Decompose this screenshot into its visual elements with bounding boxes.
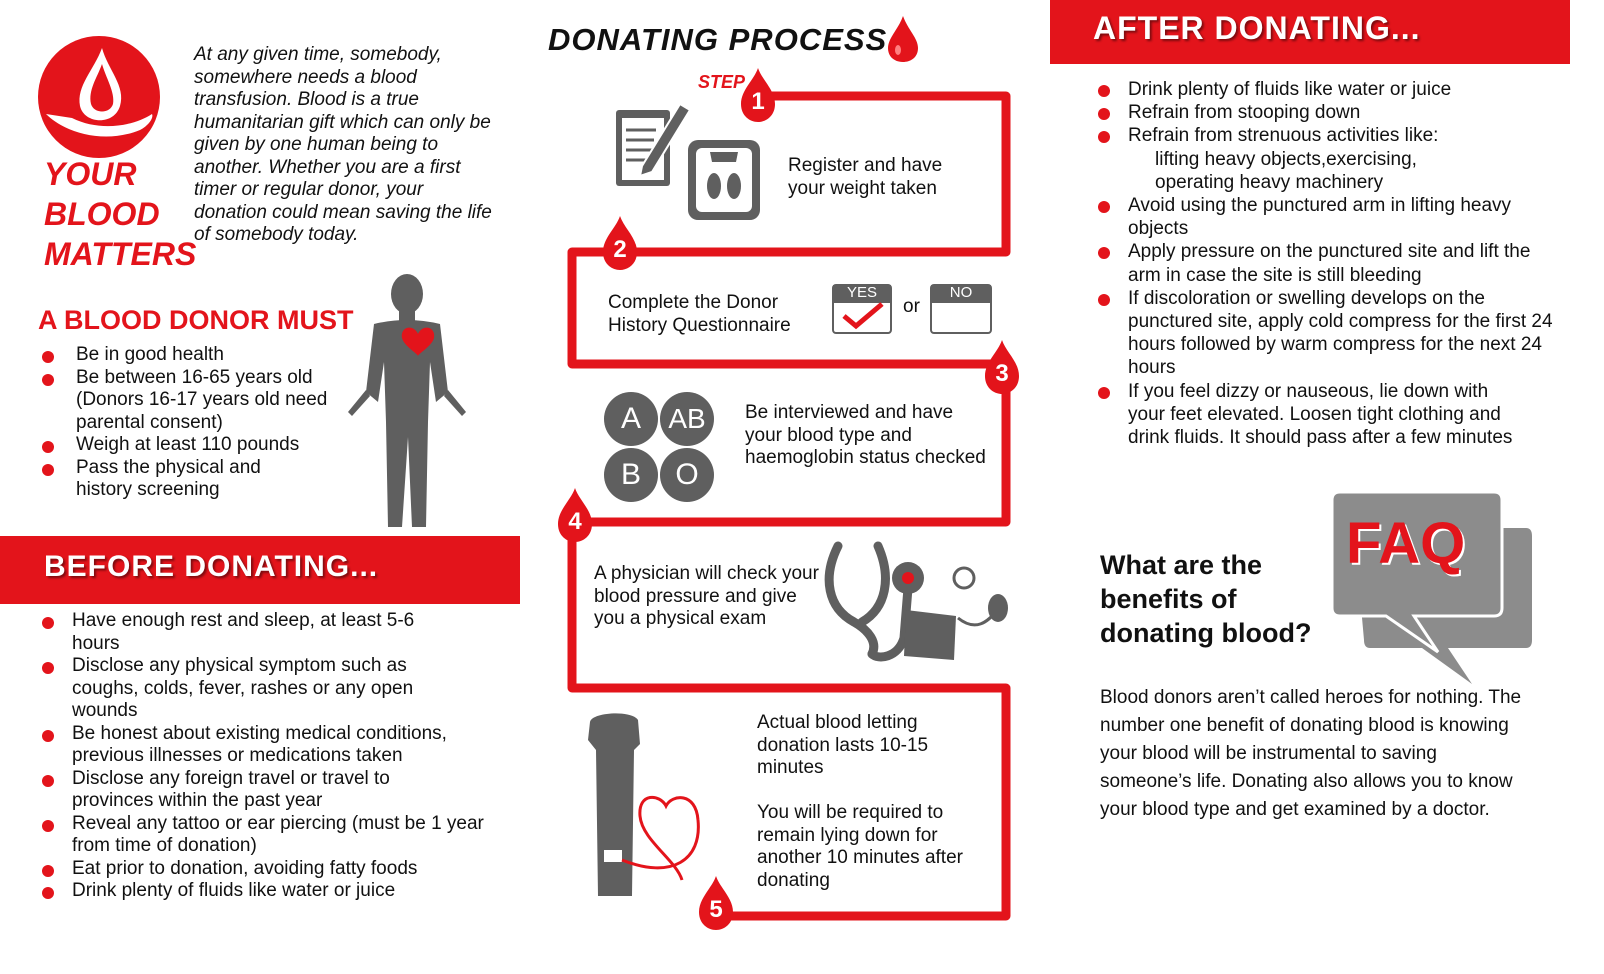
step-badge-4: 4 — [555, 486, 595, 544]
list-item-subtext: lifting heavy objects,exercising, operat… — [1155, 148, 1417, 193]
stethoscope-bp-icon — [818, 538, 1010, 664]
step-2-text: Complete the Donor History Questionnaire — [608, 292, 791, 336]
yes-checkbox: YES — [832, 284, 892, 334]
after-donating-heading: AFTER DONATING... — [1093, 10, 1421, 46]
before-donating-heading: BEFORE DONATING... — [44, 550, 379, 583]
list-item: Disclose any foreign travel or travel to… — [38, 768, 462, 813]
step-number: 5 — [709, 896, 723, 923]
list-item: Be in good health — [38, 344, 348, 367]
human-body-heart-illustration — [344, 272, 470, 534]
blood-type-b: B — [604, 448, 658, 502]
process-heading: DONATING PROCESS — [548, 22, 888, 57]
list-item: Pass the physical and history screening — [38, 457, 296, 502]
faq-question: What are the benefits of donating blood? — [1100, 550, 1312, 648]
step-5-text-2: You will be required to remain lying dow… — [757, 802, 963, 891]
list-item-text: Apply pressure on the punctured site and… — [1128, 241, 1531, 286]
step-badge-5: 5 — [696, 874, 736, 932]
step-1-text: Register and have your weight taken — [788, 155, 943, 199]
list-item: Drink plenty of fluids like water or jui… — [1094, 78, 1554, 101]
blood-drop-icon — [886, 14, 920, 69]
step-4-text: A physician will check your blood pressu… — [594, 563, 819, 629]
blood-type-label: A — [620, 402, 641, 435]
step-word: STEP — [698, 72, 746, 92]
list-item: Reveal any tattoo or ear piercing (must … — [38, 813, 494, 858]
list-item-text: Avoid using the punctured arm in lifting… — [1128, 195, 1512, 240]
list-item: Weigh at least 110 pounds — [38, 434, 348, 457]
blood-type-a: A — [604, 392, 658, 446]
list-item: Disclose any physical symptom such as co… — [38, 655, 462, 723]
list-item: Drink plenty of fluids like water or jui… — [38, 880, 494, 903]
title-line-3: MATTERS — [44, 236, 197, 272]
list-item: If discoloration or swelling develops on… — [1094, 287, 1558, 380]
intro-paragraph: At any given time, somebody, somewhere n… — [194, 44, 492, 245]
your-blood-matters-title: YOUR BLOOD MATTERS — [44, 154, 196, 274]
step-badge-1: 1 — [738, 66, 778, 124]
list-item-text: Refrain from stooping down — [1128, 102, 1361, 124]
clipboard-pencil-icon — [612, 96, 692, 192]
yes-label: YES — [846, 284, 877, 301]
list-item: Refrain from strenuous activities like: … — [1094, 124, 1554, 194]
step-5-text: Actual blood letting donation lasts 10-1… — [757, 712, 929, 778]
list-item-text: Drink plenty of fluids like water or jui… — [1128, 79, 1452, 100]
process-path — [560, 60, 1020, 930]
blood-type-o: O — [660, 448, 714, 502]
list-item: Eat prior to donation, avoiding fatty fo… — [38, 858, 494, 881]
list-item: Avoid using the punctured arm in lifting… — [1094, 194, 1528, 240]
blood-type-label: AB — [668, 403, 706, 434]
list-item: Have enough rest and sleep, at least 5-6… — [38, 610, 462, 655]
list-item-text: Refrain from strenuous activities like: — [1128, 125, 1439, 147]
faq-answer: Blood donors aren’t called heroes for no… — [1100, 687, 1522, 820]
list-item: Be between 16-65 years old (Donors 16-17… — [38, 367, 348, 435]
blood-type-label: B — [620, 458, 641, 491]
donor-must-list: Be in good health Be between 16-65 years… — [38, 344, 348, 502]
list-item-text: If you feel dizzy or nauseous, lie down … — [1128, 380, 1513, 449]
step-number: 4 — [568, 508, 582, 535]
before-donating-list: Have enough rest and sleep, at least 5-6… — [38, 610, 494, 903]
list-item: Apply pressure on the punctured site and… — [1094, 240, 1536, 286]
list-item: Be honest about existing medical conditi… — [38, 723, 494, 768]
step-number: 3 — [995, 360, 1009, 387]
title-line-2: BLOOD — [44, 196, 160, 232]
step-badge-2: 2 — [600, 214, 640, 272]
step-number: 1 — [751, 88, 765, 115]
weighing-scale-icon — [686, 138, 762, 222]
faq-speech-bubble-icon: FAQ — [1330, 490, 1534, 686]
list-item: Refrain from stooping down — [1094, 101, 1554, 124]
step-badge-3: 3 — [982, 338, 1022, 396]
faq-badge: FAQ — [1346, 511, 1466, 576]
title-line-1: YOUR — [44, 156, 137, 192]
after-donating-banner — [1050, 0, 1570, 64]
list-item: If you feel dizzy or nauseous, lie down … — [1094, 380, 1528, 450]
no-checkbox: NO — [930, 284, 992, 334]
or-label: or — [903, 296, 920, 317]
before-donating-banner — [0, 536, 520, 604]
step-number: 2 — [613, 236, 627, 263]
arm-fist-blood-line-icon — [582, 710, 732, 900]
donor-must-heading: A BLOOD DONOR MUST — [38, 305, 354, 335]
no-label: NO — [949, 284, 973, 301]
blood-type-ab: AB — [660, 392, 714, 446]
blood-type-label: O — [675, 458, 699, 491]
after-donating-list: Drink plenty of fluids like water or jui… — [1094, 78, 1554, 449]
step-3-text: Be interviewed and have your blood type … — [745, 402, 986, 468]
blood-drop-hand-logo — [36, 34, 162, 160]
list-item-text: If discoloration or swelling develops on… — [1128, 287, 1553, 379]
